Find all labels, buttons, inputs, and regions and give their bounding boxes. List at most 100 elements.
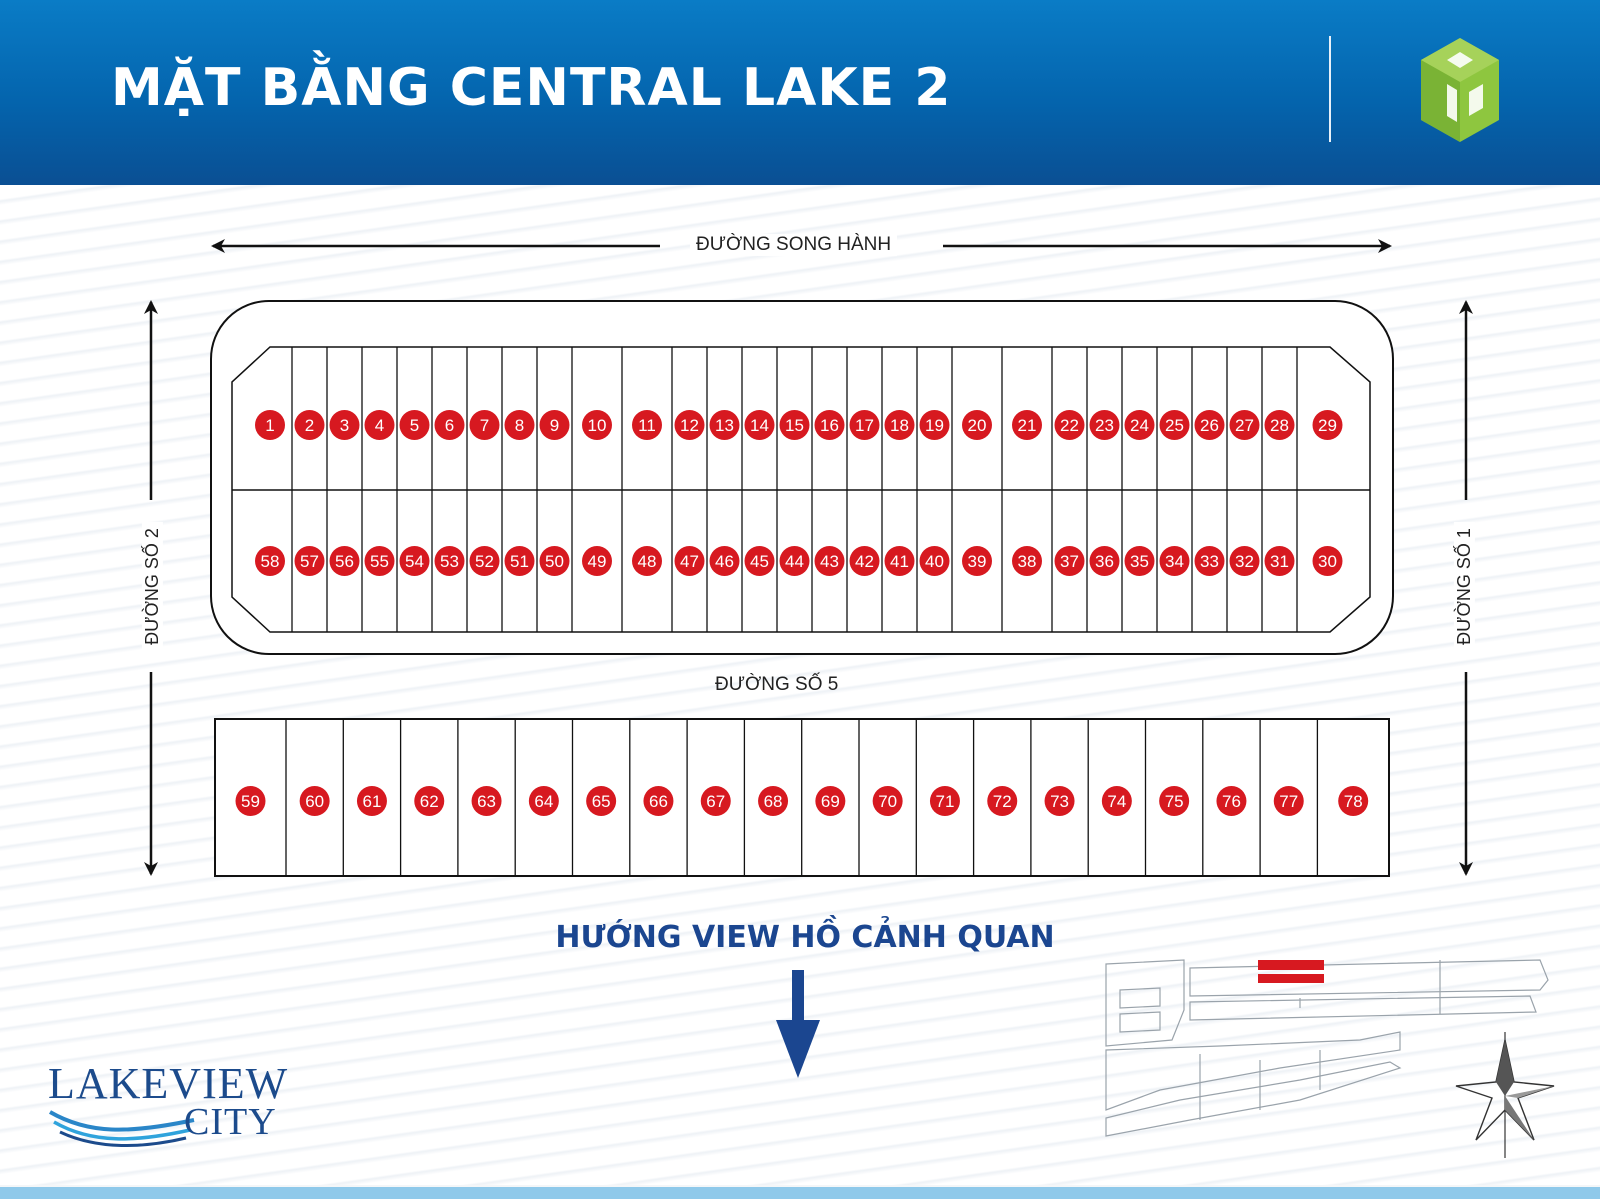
lot-marker-12[interactable]: 12 xyxy=(674,410,705,440)
lot-marker-5[interactable]: 5 xyxy=(399,410,430,440)
svg-text:12: 12 xyxy=(680,416,699,435)
svg-text:44: 44 xyxy=(785,552,804,571)
lot-marker-11[interactable]: 11 xyxy=(632,410,662,440)
svg-text:43: 43 xyxy=(820,552,839,571)
lot-marker-76[interactable]: 76 xyxy=(1216,786,1247,816)
lot-marker-1[interactable]: 1 xyxy=(255,410,285,440)
lot-marker-52[interactable]: 52 xyxy=(469,546,500,576)
lot-marker-64[interactable]: 64 xyxy=(528,786,559,816)
svg-text:1: 1 xyxy=(265,416,274,435)
lot-marker-38[interactable]: 38 xyxy=(1012,546,1042,576)
lot-marker-25[interactable]: 25 xyxy=(1159,410,1190,440)
lot-marker-20[interactable]: 20 xyxy=(962,410,992,440)
lot-marker-54[interactable]: 54 xyxy=(399,546,430,576)
lot-marker-39[interactable]: 39 xyxy=(962,546,992,576)
lot-marker-29[interactable]: 29 xyxy=(1312,410,1343,440)
lot-marker-21[interactable]: 21 xyxy=(1012,410,1042,440)
lot-marker-3[interactable]: 3 xyxy=(329,410,360,440)
lot-marker-22[interactable]: 22 xyxy=(1054,410,1085,440)
lot-marker-61[interactable]: 61 xyxy=(356,786,387,816)
site-overview-map xyxy=(1105,959,1549,1137)
lot-marker-9[interactable]: 9 xyxy=(539,410,570,440)
lot-marker-58[interactable]: 58 xyxy=(255,546,285,576)
lot-marker-65[interactable]: 65 xyxy=(586,786,617,816)
lot-marker-37[interactable]: 37 xyxy=(1054,546,1085,576)
lot-marker-31[interactable]: 31 xyxy=(1264,546,1295,576)
lot-marker-48[interactable]: 48 xyxy=(632,546,662,576)
lot-marker-17[interactable]: 17 xyxy=(849,410,880,440)
svg-text:78: 78 xyxy=(1344,792,1363,811)
lot-marker-41[interactable]: 41 xyxy=(884,546,915,576)
lot-marker-13[interactable]: 13 xyxy=(709,410,740,440)
lot-marker-70[interactable]: 70 xyxy=(872,786,903,816)
lot-marker-62[interactable]: 62 xyxy=(414,786,445,816)
svg-text:68: 68 xyxy=(764,792,783,811)
lot-marker-66[interactable]: 66 xyxy=(643,786,674,816)
lot-marker-59[interactable]: 59 xyxy=(235,786,266,816)
lot-marker-60[interactable]: 60 xyxy=(299,786,330,816)
lakeview-city-logo: LAKEVIEW CITY xyxy=(48,1058,288,1148)
svg-text:19: 19 xyxy=(925,416,944,435)
lot-marker-57[interactable]: 57 xyxy=(294,546,325,576)
lot-marker-26[interactable]: 26 xyxy=(1194,410,1225,440)
road-label-so-5: ĐƯỜNG SỐ 5 xyxy=(715,674,839,695)
svg-text:73: 73 xyxy=(1050,792,1069,811)
svg-text:15: 15 xyxy=(785,416,804,435)
lot-marker-44[interactable]: 44 xyxy=(779,546,810,576)
lot-marker-56[interactable]: 56 xyxy=(329,546,360,576)
compass-star-icon xyxy=(1455,1032,1555,1158)
lot-marker-30[interactable]: 30 xyxy=(1312,546,1343,576)
lot-marker-77[interactable]: 77 xyxy=(1273,786,1304,816)
lot-marker-10[interactable]: 10 xyxy=(582,410,612,440)
lot-marker-51[interactable]: 51 xyxy=(504,546,535,576)
lot-marker-35[interactable]: 35 xyxy=(1124,546,1155,576)
lot-marker-69[interactable]: 69 xyxy=(815,786,846,816)
svg-text:47: 47 xyxy=(680,552,699,571)
lot-marker-8[interactable]: 8 xyxy=(504,410,535,440)
lot-marker-74[interactable]: 74 xyxy=(1101,786,1132,816)
lot-marker-15[interactable]: 15 xyxy=(779,410,810,440)
lot-marker-53[interactable]: 53 xyxy=(434,546,465,576)
lot-marker-27[interactable]: 27 xyxy=(1229,410,1260,440)
lot-marker-23[interactable]: 23 xyxy=(1089,410,1120,440)
lot-marker-19[interactable]: 19 xyxy=(919,410,950,440)
lot-marker-78[interactable]: 78 xyxy=(1338,786,1369,816)
green-cube-logo-icon xyxy=(1421,38,1499,142)
lot-marker-4[interactable]: 4 xyxy=(364,410,395,440)
lot-marker-24[interactable]: 24 xyxy=(1124,410,1155,440)
svg-text:48: 48 xyxy=(638,552,657,571)
lot-marker-71[interactable]: 71 xyxy=(929,786,960,816)
lot-marker-68[interactable]: 68 xyxy=(758,786,789,816)
lot-marker-42[interactable]: 42 xyxy=(849,546,880,576)
lot-marker-43[interactable]: 43 xyxy=(814,546,845,576)
svg-text:5: 5 xyxy=(410,416,419,435)
lot-marker-32[interactable]: 32 xyxy=(1229,546,1260,576)
svg-text:28: 28 xyxy=(1270,416,1289,435)
lot-marker-16[interactable]: 16 xyxy=(814,410,845,440)
lot-marker-2[interactable]: 2 xyxy=(294,410,325,440)
lot-marker-36[interactable]: 36 xyxy=(1089,546,1120,576)
lot-marker-18[interactable]: 18 xyxy=(884,410,915,440)
lot-marker-6[interactable]: 6 xyxy=(434,410,465,440)
lot-marker-75[interactable]: 75 xyxy=(1159,786,1190,816)
lot-marker-67[interactable]: 67 xyxy=(700,786,731,816)
minimap-highlight-row-1 xyxy=(1258,960,1324,970)
lot-marker-33[interactable]: 33 xyxy=(1194,546,1225,576)
svg-text:71: 71 xyxy=(935,792,954,811)
lot-marker-14[interactable]: 14 xyxy=(744,410,775,440)
lot-marker-46[interactable]: 46 xyxy=(709,546,740,576)
lot-marker-47[interactable]: 47 xyxy=(674,546,705,576)
lot-marker-73[interactable]: 73 xyxy=(1044,786,1075,816)
lot-marker-72[interactable]: 72 xyxy=(987,786,1018,816)
lot-marker-50[interactable]: 50 xyxy=(539,546,570,576)
lot-marker-28[interactable]: 28 xyxy=(1264,410,1295,440)
lot-marker-7[interactable]: 7 xyxy=(469,410,500,440)
lot-marker-55[interactable]: 55 xyxy=(364,546,395,576)
lot-marker-49[interactable]: 49 xyxy=(582,546,612,576)
lot-marker-34[interactable]: 34 xyxy=(1159,546,1190,576)
lot-marker-40[interactable]: 40 xyxy=(919,546,950,576)
svg-text:33: 33 xyxy=(1200,552,1219,571)
lot-marker-45[interactable]: 45 xyxy=(744,546,775,576)
lot-marker-63[interactable]: 63 xyxy=(471,786,502,816)
view-direction-arrow xyxy=(776,970,820,1078)
